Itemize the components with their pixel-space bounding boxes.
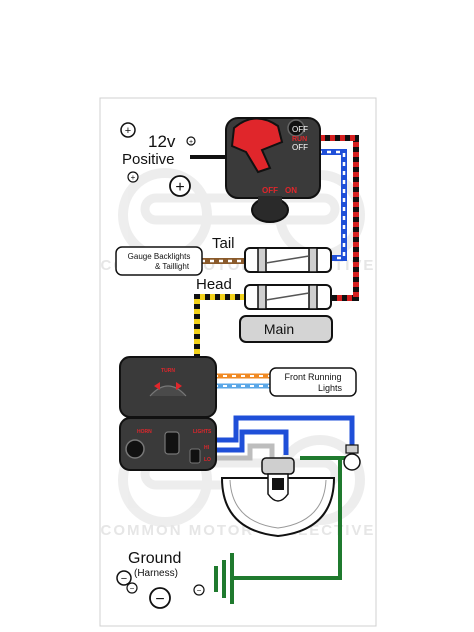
svg-text:+: + [131, 173, 136, 182]
minus-icon [149, 587, 171, 609]
headlight-reflector [220, 477, 336, 538]
kill-switch-run: RUN [292, 136, 307, 143]
gauge-backlight-box: Gauge Backlights & Taillight [115, 246, 203, 276]
turn-arrows-icon [154, 382, 182, 390]
kill-switch-off-top: OFF [292, 125, 308, 134]
supply-label: Positive [122, 151, 175, 168]
gauge-box-line1: Gauge Backlights [128, 252, 191, 261]
svg-text:−: − [121, 573, 127, 585]
gauge-box-line2: & Taillight [155, 262, 190, 271]
minus-icon [193, 584, 205, 596]
horn-button [125, 439, 145, 459]
ground-sublabel: (Harness) [134, 568, 178, 579]
light-switch-hi: HI [204, 445, 210, 451]
hilo-toggle [189, 448, 201, 464]
fuse-head [244, 284, 332, 310]
ground-symbol-icon [214, 553, 248, 604]
ground-label: Ground [128, 550, 181, 567]
plus-icon [169, 175, 191, 197]
front-running-lights-box: Front Running Lights [269, 367, 357, 397]
wire-green-ground [248, 456, 342, 580]
light-switch-horn: HORN [137, 429, 152, 435]
kill-switch-off-mid: OFF [292, 143, 308, 152]
minus-icon [116, 570, 132, 586]
wire-blue-1 [214, 415, 355, 445]
light-switch-lights: LIGHTS [193, 429, 212, 435]
light-switch-lo: LO [204, 457, 211, 463]
minus-icon [126, 582, 138, 594]
lights-toggle [164, 431, 180, 455]
svg-text:−: − [130, 584, 135, 593]
wire-blue-2 [214, 429, 289, 455]
fuse-main-label: Main [264, 321, 294, 337]
kill-switch-off-bottom: OFF [262, 186, 278, 195]
fuse-head-label: Head [196, 276, 232, 293]
watermark-text-bottom: COMMON MOTOR COLLECTIVE [101, 522, 376, 539]
svg-text:+: + [189, 139, 193, 146]
svg-text:+: + [125, 125, 131, 137]
svg-text:−: − [197, 586, 202, 595]
running-bulb-icon [343, 453, 361, 471]
plus-icon [186, 136, 196, 146]
frl-box-line2: Lights [318, 383, 343, 393]
headlight-bulb-base [261, 457, 295, 475]
headlight [220, 457, 336, 538]
svg-text:+: + [175, 179, 184, 196]
supply-voltage: 12v [148, 132, 176, 151]
fuse-tail-label: Tail [212, 235, 235, 252]
fuse-tail [244, 247, 332, 273]
wire-white-1 [214, 443, 275, 461]
svg-text:−: − [155, 591, 164, 608]
fuse-main: Main [239, 315, 333, 343]
frl-box-line1: Front Running [284, 372, 341, 382]
light-switch: TURN HORN LIGHTS HI LO [119, 356, 217, 471]
kill-switch: OFF RUN OFF OFF ON [225, 117, 321, 223]
kill-switch-rocker [230, 117, 284, 174]
running-light-bulb [343, 444, 361, 471]
plus-icon [127, 171, 139, 183]
light-switch-turn: TURN [161, 368, 175, 374]
kill-switch-on-bottom: ON [285, 186, 297, 195]
plus-icon [120, 122, 136, 138]
